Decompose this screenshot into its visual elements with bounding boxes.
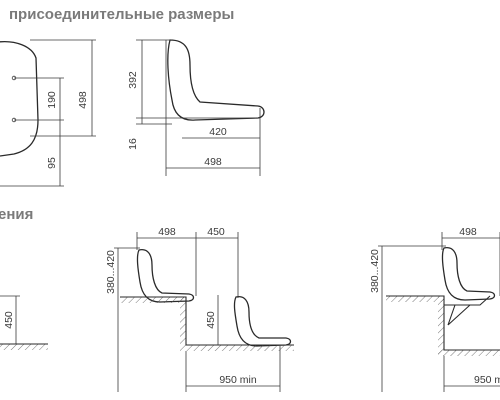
middle-step-height-label: 450 (205, 311, 217, 329)
middle-tier-outline (120, 296, 294, 346)
install-middle: 498 450 380...420 450 950 min (105, 226, 294, 392)
middle-row-spacing-label: 950 min (219, 374, 257, 386)
right-row-spacing-label: 950 min (474, 374, 500, 386)
middle-lower-seat (233, 296, 292, 347)
install-right: 498 380...420 950 min (369, 226, 500, 392)
heading-connection-sizes: присоединительные размеры (9, 6, 235, 23)
front-view-seat-outline (0, 40, 39, 157)
install-left: 450 (0, 295, 48, 350)
right-bracket (444, 295, 491, 326)
left-height-label: 450 (3, 311, 15, 329)
front-mount-label: 190 (46, 91, 58, 109)
side-seat-depth-label: 420 (209, 126, 227, 138)
front-height-label: 498 (77, 91, 89, 109)
right-tier-outline (386, 295, 500, 351)
right-seat-depth-label: 498 (459, 226, 477, 238)
right-seat-height-label: 380...420 (369, 249, 381, 293)
side-total-depth-label: 498 (204, 156, 222, 168)
middle-upper-seat (136, 249, 195, 303)
right-seat (441, 247, 496, 301)
middle-gap-label: 450 (207, 226, 225, 238)
heading-installation: ения (0, 206, 34, 223)
middle-seat-depth-label: 498 (158, 226, 176, 238)
middle-seat-height-label: 380...420 (105, 250, 117, 294)
front-view: 498 190 95 (0, 39, 96, 187)
front-bottom-label: 95 (46, 157, 58, 169)
side-leg-height-label: 16 (127, 138, 139, 150)
side-view-seat-outline (167, 39, 265, 121)
side-view: 392 16 420 498 (127, 39, 265, 176)
side-back-height-label: 392 (127, 71, 139, 89)
